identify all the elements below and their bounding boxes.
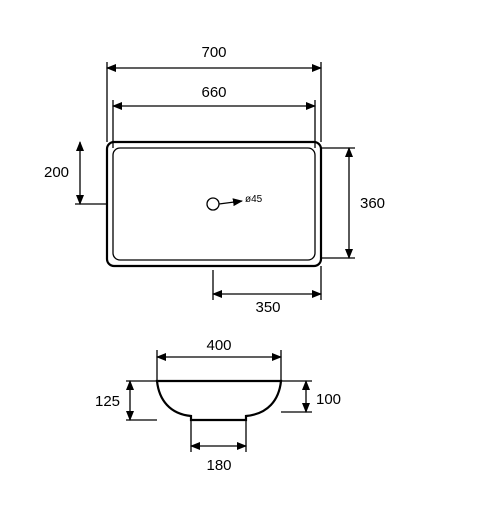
- dim-label-700: 700: [201, 44, 226, 61]
- dim-label-660: 660: [201, 84, 226, 101]
- dim-label-100: 100: [316, 391, 341, 408]
- basin-inner-outline: [112, 147, 316, 261]
- top-view: ø45 700 660 200 360 350: [44, 44, 385, 316]
- side-view: 400 180 125 100: [95, 337, 341, 474]
- drain-leader: [218, 198, 243, 207]
- dim-label-360: 360: [360, 195, 385, 212]
- dim-label-400: 400: [206, 337, 231, 354]
- drain-label: ø45: [245, 194, 263, 205]
- basin-profile: [155, 379, 283, 422]
- dim-label-125: 125: [95, 393, 120, 410]
- dim-label-350: 350: [255, 299, 280, 316]
- drain-hole: [206, 197, 220, 211]
- dim-label-200: 200: [44, 164, 69, 181]
- basin-outer-outline: [105, 140, 323, 268]
- dim-label-180: 180: [206, 457, 231, 474]
